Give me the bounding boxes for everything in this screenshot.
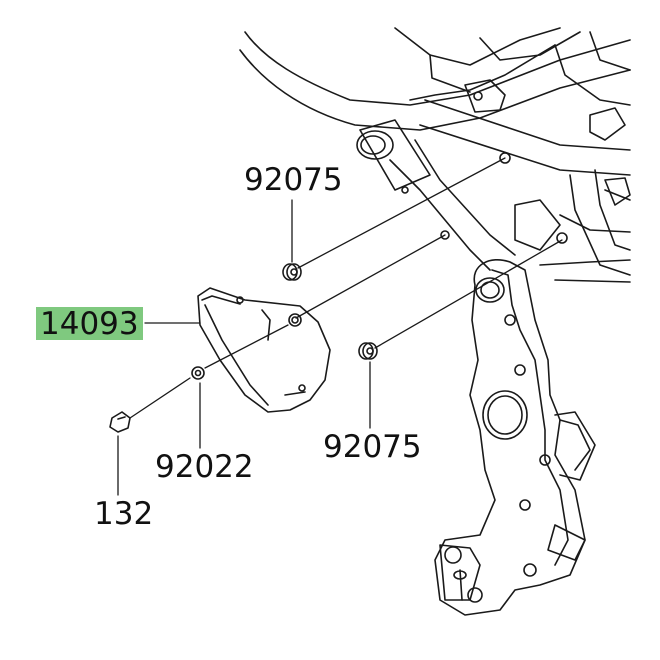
frame-brackets — [464, 79, 631, 251]
part-number-label: 132 — [94, 496, 154, 532]
frame-pivot-plate — [434, 258, 596, 616]
part-number-label: 92075 — [244, 162, 343, 198]
bolt-part — [109, 411, 131, 433]
cover-part — [197, 287, 331, 413]
part-number-label: 92022 — [155, 449, 254, 485]
washer-top-part — [282, 263, 302, 281]
frame-tube-end — [356, 119, 431, 191]
frame-diagonal-tube — [389, 139, 516, 271]
washer-bottom-part — [358, 342, 378, 360]
frame-top-tubes — [239, 27, 631, 283]
part-number-label: 92075 — [323, 429, 422, 465]
assembly-lines — [129, 157, 563, 419]
collar-part — [191, 366, 205, 380]
part-number-label-highlighted: 14093 — [36, 307, 143, 340]
leader-lines — [117, 199, 371, 496]
